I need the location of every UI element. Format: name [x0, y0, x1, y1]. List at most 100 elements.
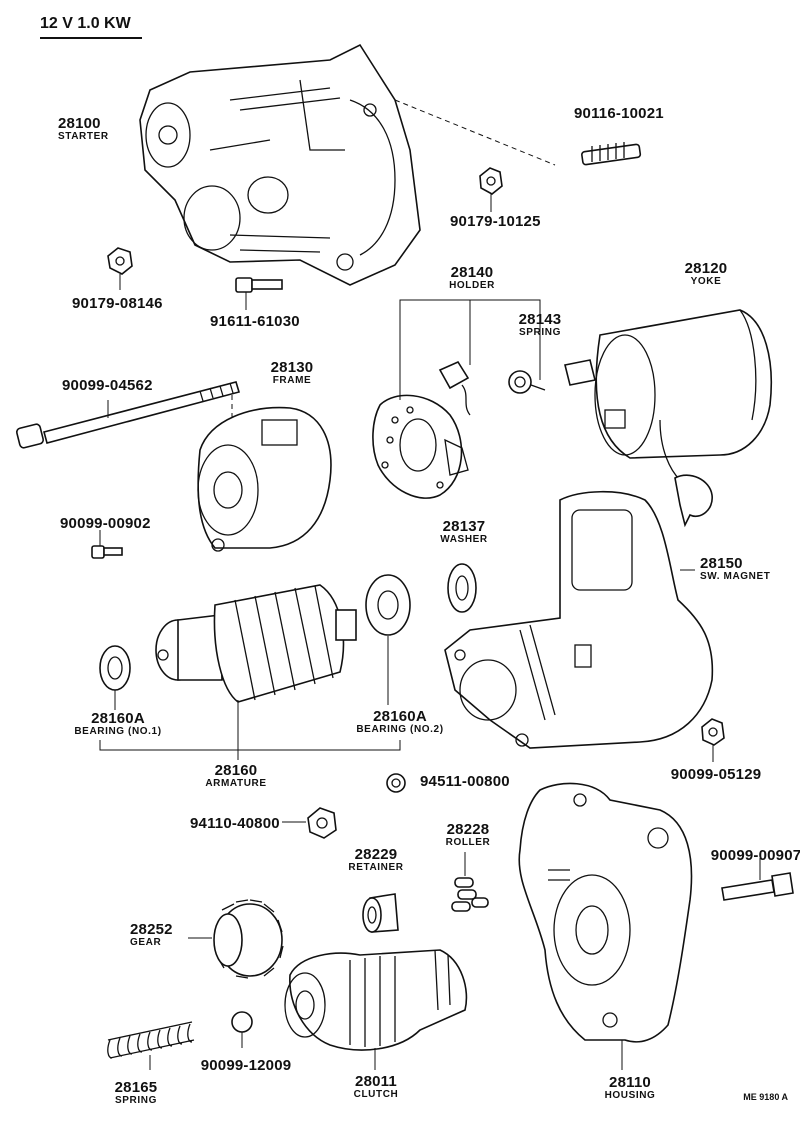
part-name: WASHER [440, 534, 488, 545]
part-number: 90179-10125 [450, 213, 541, 230]
washer-drawing [447, 563, 477, 613]
part-name: STARTER [58, 131, 109, 142]
part-name: RETAINER [348, 862, 404, 873]
part-number: 28160 [214, 762, 258, 779]
part-number: 28150 [700, 555, 743, 572]
starter-assembly-drawing [139, 43, 421, 286]
part-name: CLUTCH [353, 1089, 399, 1100]
part-name: ROLLER [445, 837, 491, 848]
part-number: 28165 [114, 1079, 158, 1096]
part-name: BEARING (NO.2) [356, 724, 444, 735]
brush-holder-drawing [372, 299, 541, 499]
brush-spring-drawing [508, 370, 546, 394]
nut-drawing-05129 [701, 718, 725, 762]
part-number: 94511-00800 [420, 773, 510, 790]
bolt-drawing-00907 [721, 858, 794, 901]
part-name: HOLDER [449, 280, 495, 291]
yoke-drawing [564, 309, 773, 528]
part-name: BEARING (NO.1) [74, 726, 162, 737]
part-number: 28160A [91, 710, 145, 727]
frame-drawing [197, 395, 332, 552]
part-label-stud: 90116-10021 [574, 106, 664, 121]
part-number: 28160A [373, 708, 427, 725]
magnet-switch-drawing [444, 490, 714, 749]
part-name: ARMATURE [205, 778, 267, 789]
part-number: 90099-12009 [200, 1057, 292, 1074]
part-number: 90099-05129 [670, 766, 762, 783]
part-number: 28252 [130, 921, 173, 938]
part-label-bolt-61030: 91611-61030 [210, 314, 300, 329]
part-label-nut-40800: 94110-40800 [190, 816, 280, 831]
part-name: FRAME [272, 375, 312, 386]
part-number: 28140 [450, 264, 494, 281]
retainer-drawing [362, 893, 399, 933]
part-number: 28100 [58, 115, 101, 132]
part-number: 90179-08146 [72, 295, 163, 312]
stud-bolt-drawing [581, 142, 642, 166]
part-name: SPRING [519, 327, 561, 338]
housing-drawing [518, 782, 693, 1070]
part-number: 28011 [355, 1073, 397, 1090]
part-name: SPRING [115, 1095, 157, 1106]
part-number: 90099-00902 [60, 515, 151, 532]
part-number: 90116-10021 [574, 105, 664, 122]
part-label-spring-washer: 94511-00800 [420, 774, 510, 789]
nut-drawing-08146 [107, 247, 133, 290]
clutch-drawing [284, 949, 468, 1070]
through-bolt-drawing [15, 381, 241, 449]
part-name: GEAR [130, 937, 162, 948]
armature-drawing [155, 584, 357, 760]
part-number: 91611-61030 [210, 313, 300, 330]
bearing-no1-drawing [99, 645, 131, 710]
gear-drawing [188, 899, 284, 979]
drawing-reference-code: ME 9180 A [743, 1092, 788, 1102]
clutch-spring-drawing [107, 1021, 195, 1070]
roller-drawing [451, 852, 489, 912]
leader-starter-to-stud [394, 99, 556, 166]
bearing-group-bracket [99, 740, 401, 751]
part-number: 28130 [270, 359, 314, 376]
part-number: 28110 [609, 1074, 651, 1091]
part-label-ball: 90099-12009 [201, 1058, 292, 1073]
part-number: 90099-04562 [62, 377, 153, 394]
part-name: HOUSING [604, 1090, 656, 1101]
part-number: 90099-00907 [710, 847, 800, 864]
part-number: 28137 [442, 518, 486, 535]
part-label-nut-10125: 90179-10125 [450, 214, 541, 229]
part-number: 28229 [354, 846, 398, 863]
diagram-title: 12 V 1.0 KW [40, 15, 131, 32]
screw-drawing-00902 [91, 530, 123, 559]
part-label-through-bolt: 90099-04562 [62, 378, 153, 393]
bearing-no2-drawing [365, 574, 411, 705]
part-number: 28143 [518, 311, 562, 328]
title-underline [40, 37, 142, 39]
part-label-bolt-00907: 90099-00907 [711, 848, 800, 863]
nut-drawing-10125 [479, 167, 503, 212]
part-number: 28120 [684, 260, 728, 277]
ball-drawing [231, 1011, 253, 1033]
part-name: SW. MAGNET [700, 571, 771, 582]
part-label-nut-05129: 90099-05129 [671, 767, 762, 782]
nut-drawing-40800 [282, 807, 337, 839]
part-number: 94110-40800 [190, 815, 280, 832]
part-label-nut-08146: 90179-08146 [72, 296, 163, 311]
part-number: 28228 [446, 821, 490, 838]
bolt-drawing-61030 [235, 277, 283, 310]
